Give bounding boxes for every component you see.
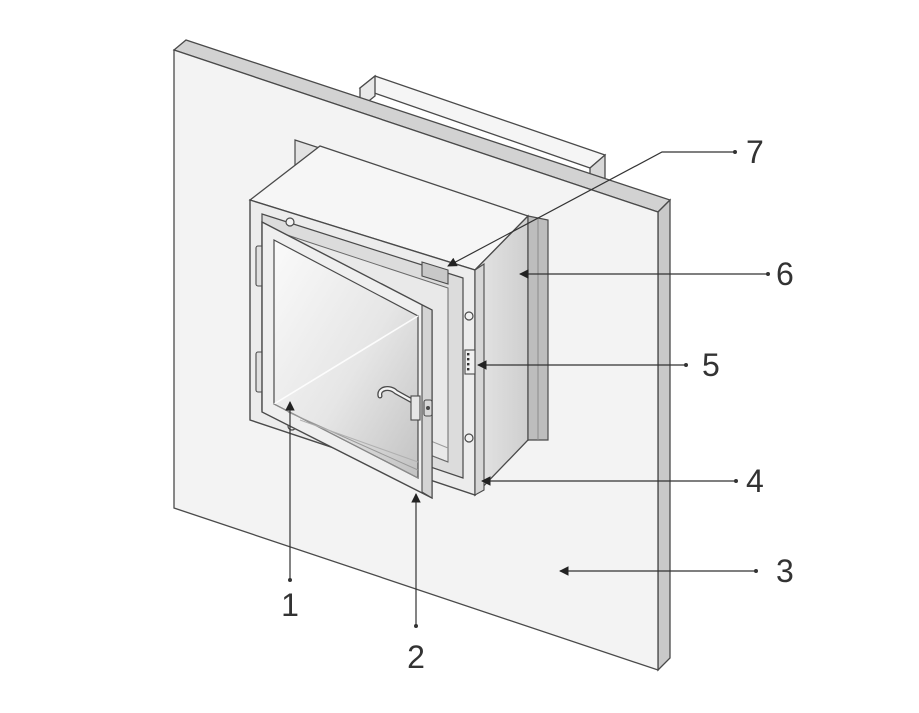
interlock-indicator-panel (464, 349, 476, 375)
callout-label-3: 3 (776, 553, 794, 589)
uv-lamp (421, 261, 449, 285)
screw-icon (464, 311, 474, 321)
callout-labels: 1 2 3 4 5 6 7 (281, 134, 794, 675)
screw-icon (285, 217, 295, 227)
callout-label-1: 1 (281, 587, 299, 623)
callout-label-6: 6 (776, 256, 794, 292)
screw-icon (464, 433, 474, 443)
callout-label-7: 7 (746, 134, 764, 170)
leader-dots (288, 150, 770, 628)
callout-label-4: 4 (746, 463, 764, 499)
callout-label-5: 5 (702, 347, 720, 383)
leader-7 (447, 151, 735, 267)
callout-leaders (285, 151, 768, 626)
door (255, 220, 433, 500)
callout-label-2: 2 (407, 639, 425, 675)
wall-seal-strip (527, 215, 549, 441)
